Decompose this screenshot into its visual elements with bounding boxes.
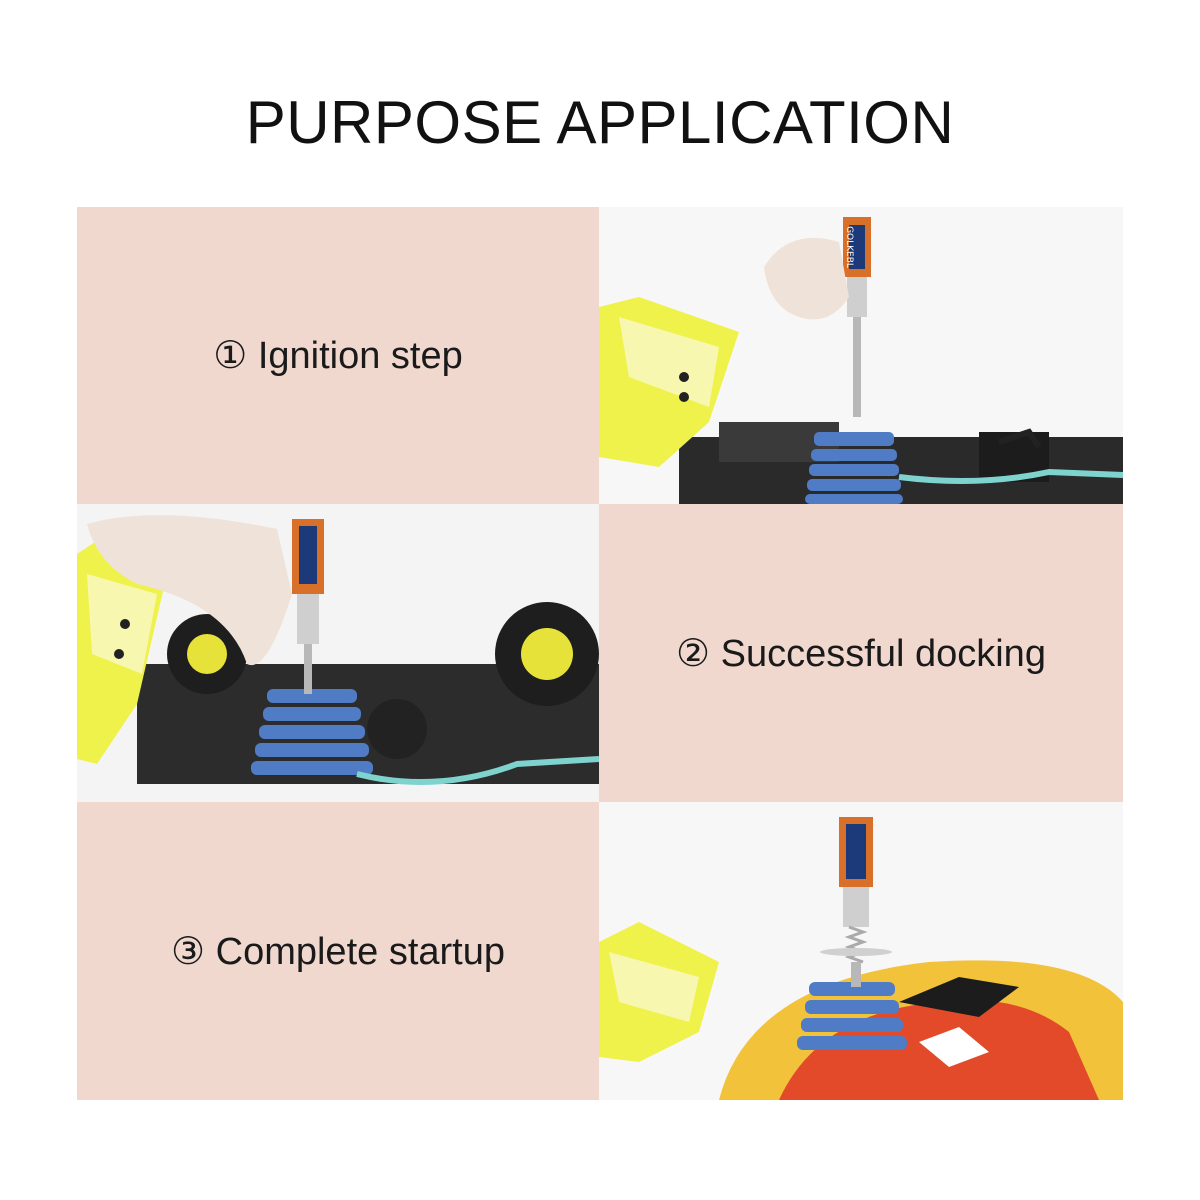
igniter-brand-text: GOLKEBL xyxy=(844,226,854,268)
step-2-label: ② Successful docking xyxy=(676,632,1046,675)
step-1-panel: ① Ignition step xyxy=(77,207,599,504)
step-1-photo: GOLKEBL xyxy=(599,207,1123,504)
application-grid: ① Ignition step xyxy=(77,207,1123,1100)
step-1-label: ① Ignition step xyxy=(213,335,463,377)
docking-photo-illustration xyxy=(77,504,599,802)
step-2-panel: ② Successful docking xyxy=(599,504,1123,802)
page-title: PURPOSE APPLICATION xyxy=(245,89,955,156)
step-3-panel: ③ Complete startup xyxy=(77,802,599,1100)
startup-photo-illustration xyxy=(599,802,1123,1100)
step-3-label: ③ Complete startup xyxy=(171,930,505,973)
step-3-photo xyxy=(599,802,1123,1100)
step-2-photo xyxy=(77,504,599,802)
ignition-photo-illustration: GOLKEBL xyxy=(599,207,1123,504)
